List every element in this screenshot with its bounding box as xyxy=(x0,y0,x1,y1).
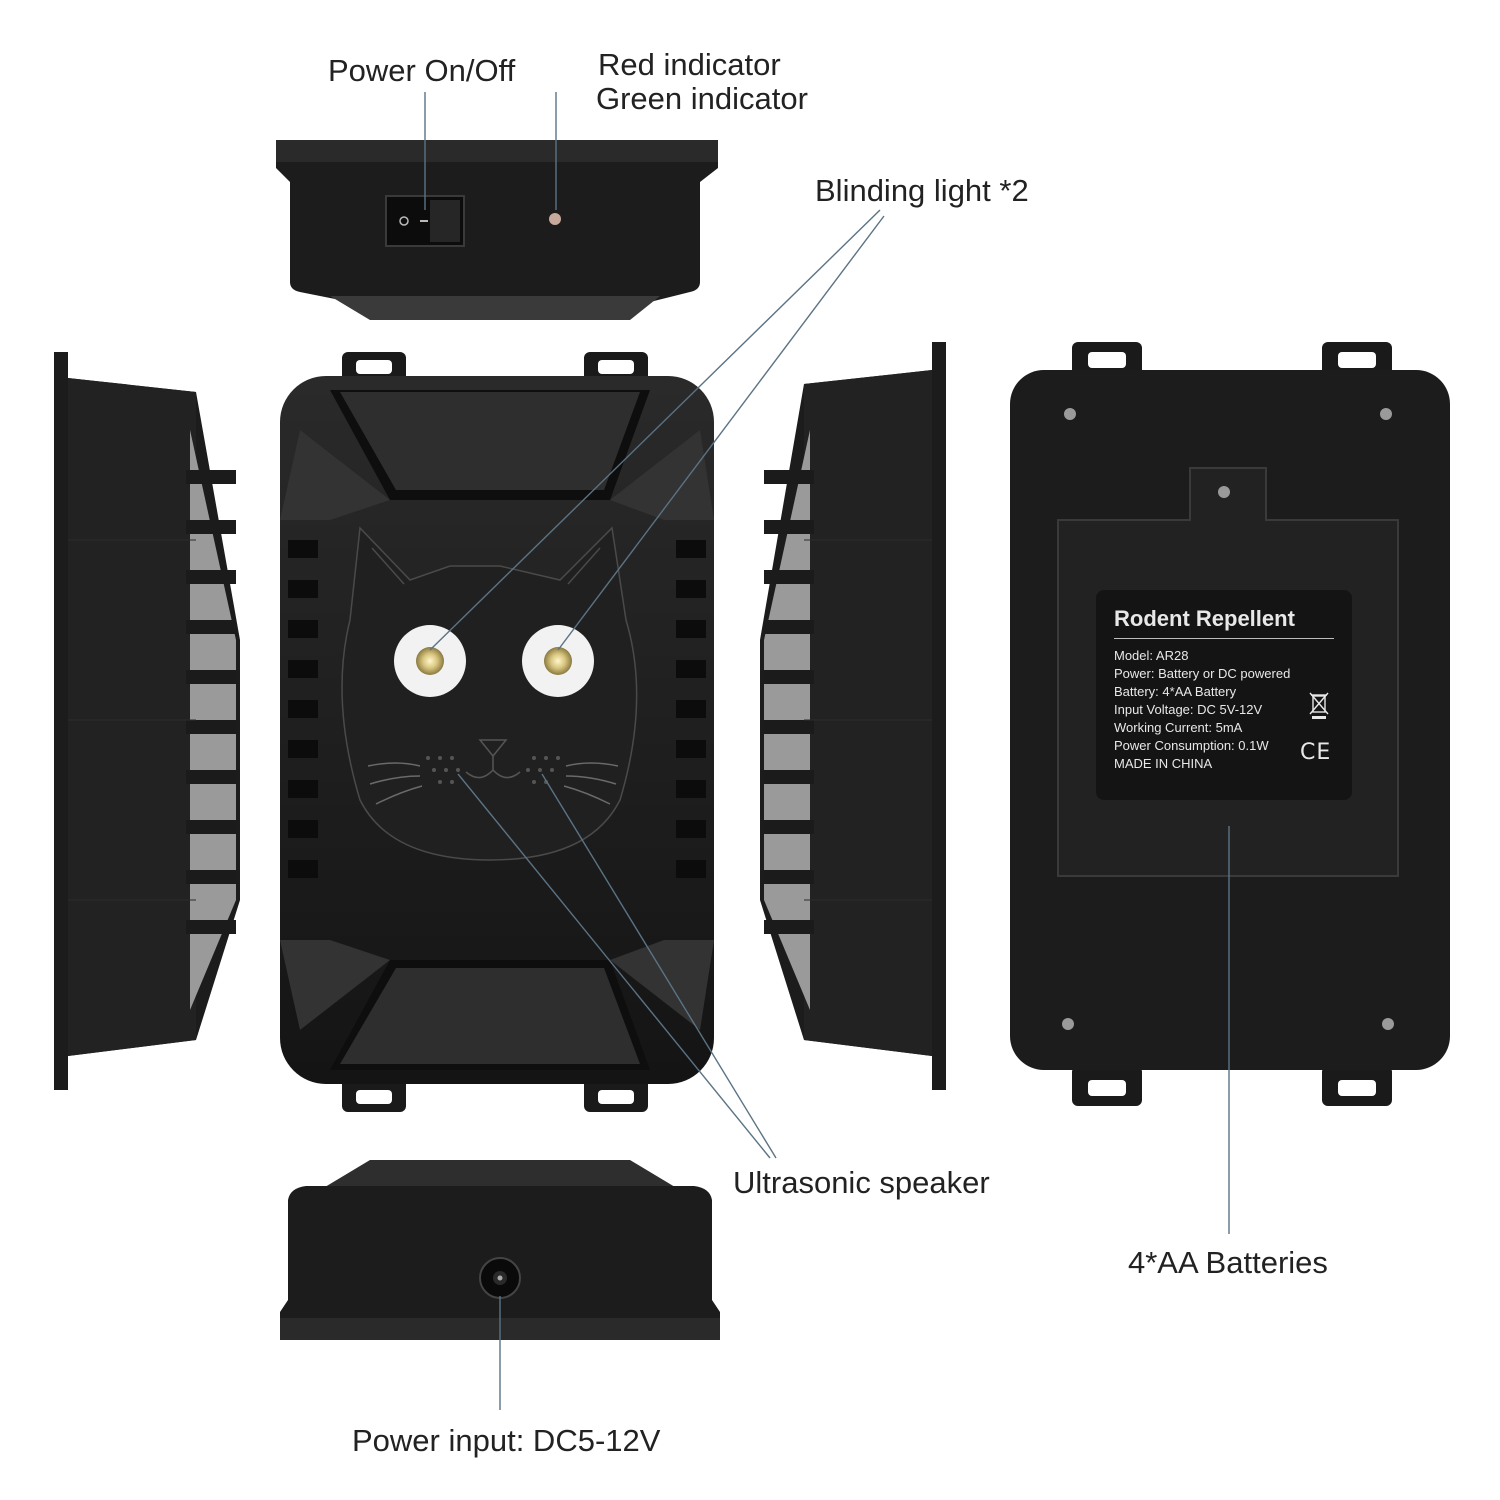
callout-blinding-light: Blinding light *2 xyxy=(815,173,1029,208)
callout-red-indicator: Red indicator xyxy=(598,47,781,82)
callout-green-indicator: Green indicator xyxy=(596,81,808,116)
callout-ultrasonic-speaker: Ultrasonic speaker xyxy=(733,1165,990,1200)
left-side-view xyxy=(54,352,240,1090)
label-title: Rodent Repellent xyxy=(1114,606,1334,639)
blinding-light-left xyxy=(394,625,466,697)
label-spec-line: Battery: 4*AA Battery xyxy=(1114,684,1237,699)
cat-face xyxy=(341,526,638,861)
label-spec-line: Model: AR28 xyxy=(1114,648,1189,663)
label-spec-line: Power Consumption: 0.1W xyxy=(1114,738,1269,753)
right-side-view xyxy=(760,342,946,1090)
leader-lines xyxy=(424,92,1230,1410)
label-spec-line: Working Current: 5mA xyxy=(1114,720,1243,735)
weee-icon xyxy=(1308,690,1330,720)
blinding-light-right xyxy=(522,625,594,697)
front-view xyxy=(280,352,714,1112)
bottom-side-view xyxy=(280,1160,720,1340)
callout-batteries: 4*AA Batteries xyxy=(1128,1245,1328,1280)
status-indicator-led xyxy=(549,213,561,225)
callout-power-switch: Power On/Off xyxy=(328,53,516,88)
label-spec-line: Input Voltage: DC 5V-12V xyxy=(1114,702,1263,717)
ultrasonic-speaker xyxy=(426,756,560,784)
label-spec-line: Power: Battery or DC powered xyxy=(1114,666,1291,681)
ce-mark-icon: CE xyxy=(1300,740,1332,765)
dc-power-jack xyxy=(479,1257,521,1299)
label-spec-line: MADE IN CHINA xyxy=(1114,756,1213,771)
top-side-view xyxy=(276,140,718,320)
callout-power-input: Power input: DC5-12V xyxy=(352,1423,661,1458)
